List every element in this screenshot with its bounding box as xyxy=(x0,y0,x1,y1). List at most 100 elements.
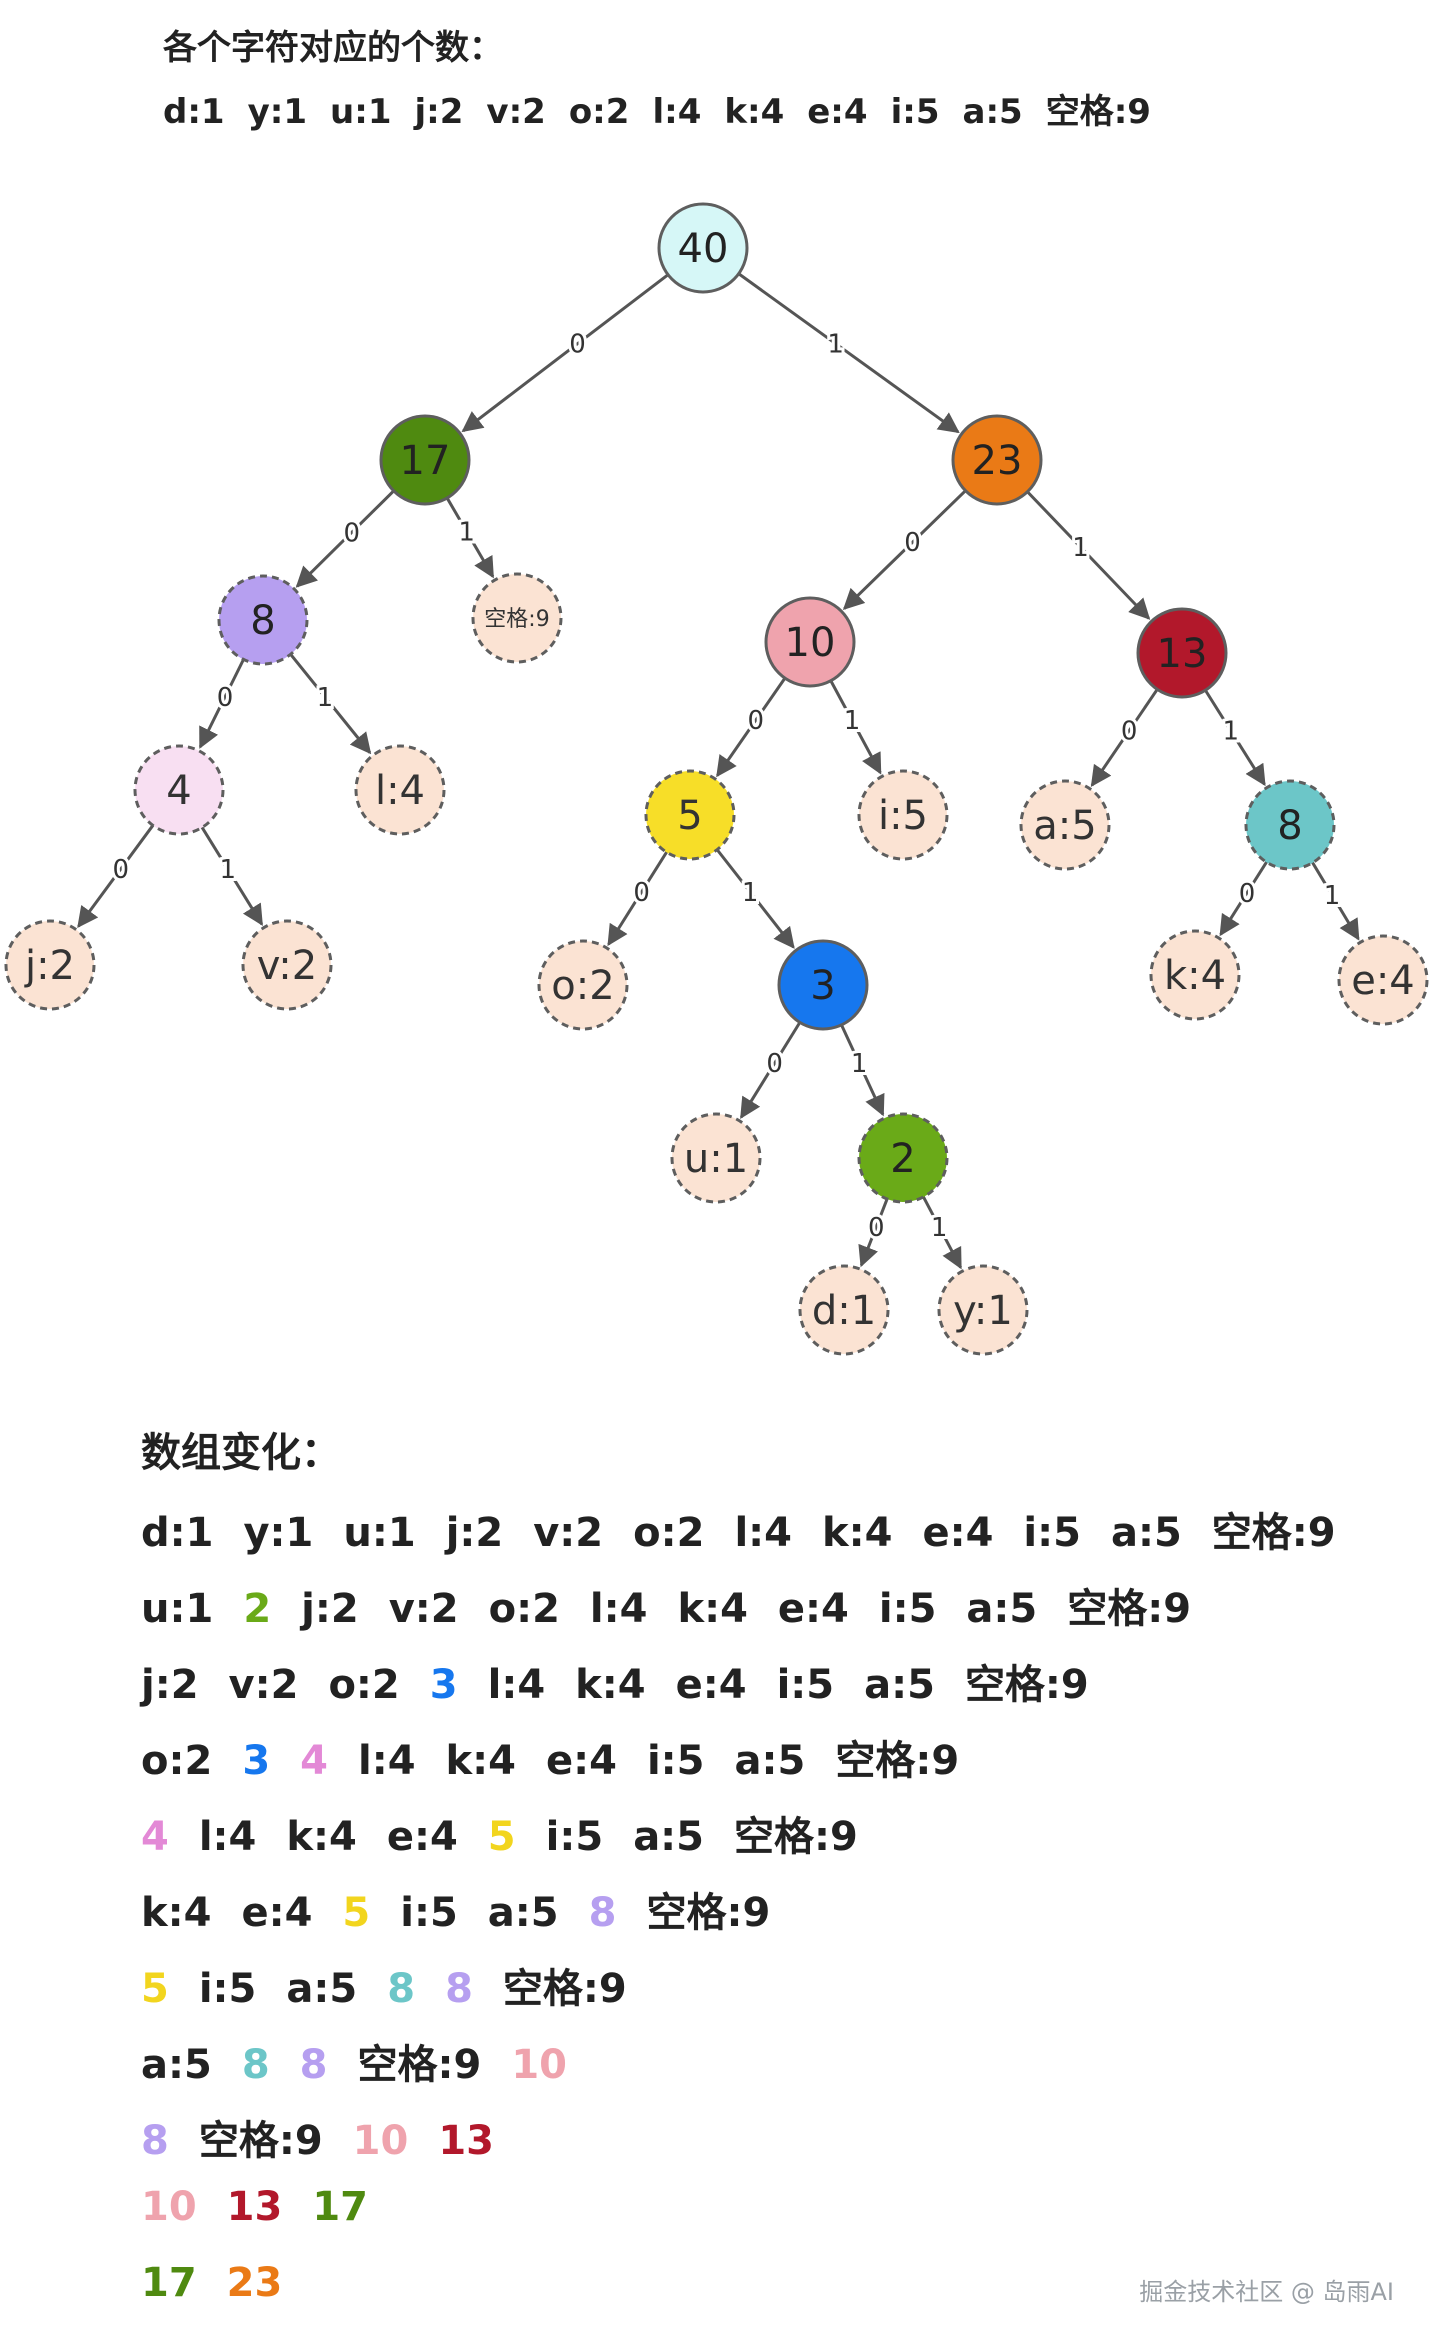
frequency-item: y:1 xyxy=(247,92,308,132)
tree-edge xyxy=(842,486,970,610)
tree-node: a:5 xyxy=(1019,779,1111,871)
merged-node-value: 5 xyxy=(342,1890,371,1936)
tree-node: l:4 xyxy=(354,744,446,836)
array-item: a:5 xyxy=(1110,1510,1182,1556)
array-item: i:5 xyxy=(646,1738,705,1784)
tree-node: 8 xyxy=(1244,779,1336,871)
array-item: l:4 xyxy=(198,1814,257,1860)
array-item: j:2 xyxy=(301,1586,359,1632)
merged-node-value: 3 xyxy=(429,1662,458,1708)
tree-node: 4 xyxy=(133,744,225,836)
node-circle xyxy=(1149,929,1241,1021)
array-item: k:4 xyxy=(141,1890,212,1936)
array-item: o:2 xyxy=(328,1662,400,1708)
array-item: a:5 xyxy=(734,1738,806,1784)
array-item: k:4 xyxy=(445,1738,516,1784)
node-circle xyxy=(657,202,749,294)
merged-node-value: 17 xyxy=(141,2260,197,2306)
array-item: j:2 xyxy=(445,1510,504,1556)
merged-node-value: 5 xyxy=(141,1966,169,2012)
array-item: k:4 xyxy=(677,1586,748,1632)
array-item: o:2 xyxy=(633,1510,705,1556)
array-item: 空格:9 xyxy=(357,2042,482,2088)
array-item: 空格:9 xyxy=(734,1814,858,1860)
merged-node-value: 13 xyxy=(438,2118,495,2164)
tree-node: k:4 xyxy=(1149,929,1241,1021)
tree-node: d:1 xyxy=(798,1264,890,1356)
frequency-item: l:4 xyxy=(652,92,702,132)
node-circle xyxy=(764,596,856,688)
node-circle xyxy=(670,1112,762,1204)
node-label: e:4 xyxy=(1351,958,1415,1004)
node-label: a:5 xyxy=(1033,803,1096,849)
merged-node-value: 8 xyxy=(299,2042,328,2088)
array-item: 空格:9 xyxy=(835,1738,960,1784)
edge-label: 1 xyxy=(1324,881,1341,911)
node-circle xyxy=(354,744,446,836)
node-circle xyxy=(133,744,225,836)
array-item: u:1 xyxy=(141,1586,214,1632)
node-label: 空格:9 xyxy=(484,607,549,632)
tree-edge xyxy=(77,821,157,929)
node-circle xyxy=(1337,934,1429,1026)
array-item: 空格:9 xyxy=(1211,1510,1336,1556)
array-item: i:5 xyxy=(400,1890,458,1936)
tree-node: o:2 xyxy=(537,939,629,1031)
node-label: 3 xyxy=(810,963,835,1009)
frequency-item: j:2 xyxy=(414,92,464,132)
array-item: e:4 xyxy=(675,1662,747,1708)
merged-node-value: 3 xyxy=(242,1738,271,1784)
frequency-item: e:4 xyxy=(807,92,868,132)
tree-edge xyxy=(858,1194,890,1268)
array-item: e:4 xyxy=(922,1510,994,1556)
node-circle xyxy=(217,574,309,666)
tree-node: e:4 xyxy=(1337,934,1429,1026)
array-item: 空格:9 xyxy=(646,1890,771,1936)
node-label: i:5 xyxy=(878,793,928,839)
merged-node-value: 8 xyxy=(241,2042,270,2088)
array-item: u:1 xyxy=(343,1510,416,1556)
node-circle xyxy=(798,1264,890,1356)
array-item: l:4 xyxy=(734,1510,792,1556)
node-label: 4 xyxy=(166,768,191,814)
merged-node-value: 8 xyxy=(387,1966,416,2012)
node-label: v:2 xyxy=(257,943,317,989)
array-item: 空格:9 xyxy=(502,1966,627,2012)
node-circle xyxy=(644,769,736,861)
tree-node: 2 xyxy=(857,1112,949,1204)
array-item: a:5 xyxy=(487,1890,559,1936)
tree-edge xyxy=(295,487,398,588)
merged-node-value: 4 xyxy=(300,1738,328,1784)
edge-label: 1 xyxy=(220,855,237,885)
edge-label: 1 xyxy=(1072,533,1089,563)
tree-node: y:1 xyxy=(937,1264,1029,1356)
tree-node: u:1 xyxy=(670,1112,762,1204)
array-item: 空格:9 xyxy=(198,2118,323,2164)
array-item: o:2 xyxy=(488,1586,560,1632)
merged-node-value: 17 xyxy=(312,2184,369,2230)
tree-edge xyxy=(920,1192,962,1270)
node-circle xyxy=(857,769,949,861)
node-label: 8 xyxy=(1277,803,1302,849)
edge-label: 0 xyxy=(904,528,921,558)
node-circle xyxy=(4,919,96,1011)
tree-edge xyxy=(1023,487,1151,620)
node-circle xyxy=(1244,779,1336,871)
edge-label: 1 xyxy=(317,683,334,713)
tree-node: 10 xyxy=(764,596,856,688)
merged-node-value: 10 xyxy=(511,2042,568,2088)
tree-node: 5 xyxy=(644,769,736,861)
array-item: v:2 xyxy=(388,1586,459,1632)
array-item: i:5 xyxy=(545,1814,604,1860)
merged-node-value: 8 xyxy=(588,1890,617,1936)
node-label: y:1 xyxy=(953,1288,1013,1334)
edge-label: 0 xyxy=(112,855,129,885)
tree-node: 17 xyxy=(379,414,471,506)
